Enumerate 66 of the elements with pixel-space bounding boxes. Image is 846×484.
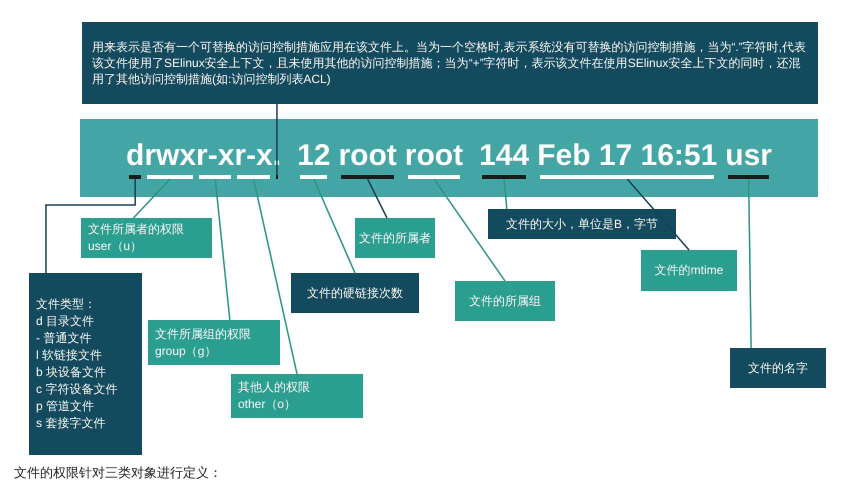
- callout-box: [641, 250, 737, 291]
- callout-text: 文件的mtime: [654, 262, 724, 279]
- callout-text: 文件的所属组: [469, 292, 541, 310]
- underline-bar: [199, 175, 232, 179]
- listing-text: root: [338, 138, 397, 174]
- callout-text: s 套接字文件: [36, 415, 106, 432]
- callout-text: 文件所属组的权限: [155, 326, 251, 342]
- callout-text: 文件的大小，单位是B，字节: [506, 216, 658, 232]
- callout-box: [81, 218, 212, 258]
- leader-line: [45, 179, 136, 273]
- callout-text: d 目录文件: [36, 313, 94, 330]
- callout-text: user（u）: [88, 238, 142, 255]
- note-box: [82, 22, 818, 104]
- callout-text: 文件的名字: [748, 360, 808, 376]
- callout-box: [730, 348, 826, 388]
- callout-box: [355, 218, 435, 258]
- callout-text: p 管道文件: [36, 398, 94, 415]
- callout-box: [455, 281, 555, 321]
- callout-text: - 普通文件: [36, 330, 92, 347]
- leader-line: [276, 104, 278, 175]
- underline-bar: [728, 175, 769, 179]
- banner-band: [80, 119, 818, 197]
- callout-text: 其他人的权限: [238, 379, 310, 396]
- callout-text: l 软链接文件: [36, 347, 102, 364]
- underline-bar: [147, 175, 194, 179]
- listing-text: rwx: [144, 138, 196, 174]
- leader-line: [366, 178, 388, 218]
- callout-text: b 块设备文件: [36, 364, 106, 381]
- leader-line: [626, 178, 690, 250]
- listing-text: r-x: [196, 138, 234, 174]
- leader-line: [313, 178, 356, 274]
- underline-bar: [237, 175, 270, 179]
- underline-bar: [341, 175, 394, 179]
- underline-bar: [540, 175, 714, 179]
- callout-text: 文件所属者的权限: [88, 221, 184, 238]
- listing-text: root: [404, 138, 464, 174]
- callout-box: [291, 273, 419, 313]
- leader-line: [132, 178, 171, 219]
- callout-box: [148, 320, 280, 365]
- underline-bar: [408, 175, 460, 179]
- callout-box: [231, 374, 363, 418]
- callout-box: [29, 273, 142, 455]
- callout-text: 文件类型：: [36, 296, 96, 313]
- listing-text: usr: [725, 138, 772, 174]
- listing-text: d: [126, 138, 144, 174]
- listing-text: 12: [297, 138, 330, 174]
- callout-box: [488, 209, 676, 239]
- leader-line: [214, 178, 231, 320]
- underline-bar: [276, 175, 278, 179]
- underline-bar: [482, 175, 526, 179]
- leader-line: [252, 178, 298, 374]
- underline-bar: [300, 175, 328, 179]
- callout-text: other（o）: [238, 396, 296, 413]
- callout-text: group（g）: [155, 342, 216, 360]
- leader-line: [748, 178, 752, 348]
- leader-line: [433, 178, 506, 282]
- callout-text: 用来表示是否有一个可替换的访问控制措施应用在该文件上。当为一个空格时,表示系统没有可替换的访问控制措施，当为“.”字符时,代表该文件使用了SElinux安全上下文，且未使用其他的访问控制措施；当为“+”字符时，表示该文件在使用SElinux安全上下文的同时，还混用了其他访问控制措施(如:访问控制列表ACL): [92, 39, 807, 87]
- callout-text: 文件的所属者: [359, 230, 431, 246]
- callout-text: 文件的硬链接次数: [307, 284, 403, 302]
- leader-line: [503, 178, 508, 210]
- caption-text: 文件的权限针对三类对象进行定义：: [14, 464, 222, 482]
- callout-text: c 字符设备文件: [36, 381, 118, 398]
- listing-text: Feb 17 16:51: [537, 138, 718, 174]
- listing-text: 144: [479, 138, 530, 174]
- listing-text: r-x: [234, 138, 273, 174]
- underline-bar: [129, 175, 142, 179]
